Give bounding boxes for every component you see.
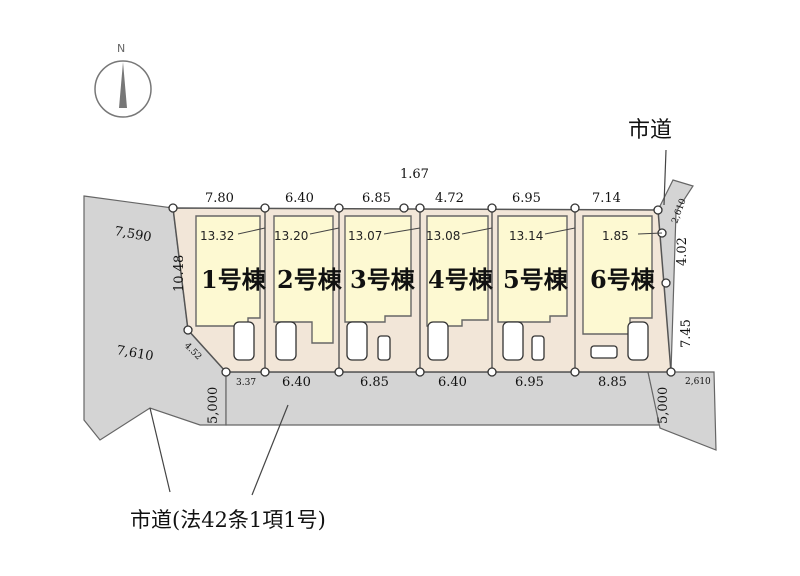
dim-road-east-bottom: 2,610 [685,377,711,387]
dim-road-west-top: 7,590 [113,224,152,245]
dim-road-west-bottom: 7,610 [115,343,154,364]
dim-top-6: 7.14 [592,191,621,206]
dim-road-south-left: 5,000 [206,387,221,424]
road-leaders [149,149,667,496]
building-6 [582,215,653,335]
dim-bottom-6: 8.85 [598,375,627,390]
car-2 [275,321,297,361]
svg-text:N: N [117,42,125,55]
building-2 [273,215,334,344]
area-label-4: 13.08 [426,229,460,243]
dim-bottom-4: 6.40 [438,375,467,390]
dim-road-south-right: 5,000 [656,387,671,424]
car-4 [427,321,449,361]
dim-top-extra: 1.67 [400,167,429,182]
building-4 [426,215,489,327]
east-road [647,179,717,451]
building-5 [497,215,568,323]
lot-name-1: 1号棟 [201,265,267,294]
dim-bottom-3: 6.85 [360,375,389,390]
lot-name-2: 2号棟 [277,265,343,294]
north-compass: N [94,42,152,118]
area-leaders [237,227,663,235]
lot-name-5: 5号棟 [503,265,569,294]
dim-top-3: 6.85 [362,191,391,206]
dim-top-4: 4.72 [435,191,464,206]
lot-name-3: 3号棟 [350,265,416,294]
car-3b [377,335,391,361]
area-label-5: 13.14 [509,229,543,243]
lot-name-6: 6号棟 [590,265,656,294]
dim-bottom-2: 6.40 [282,375,311,390]
area-label-3: 13.07 [348,229,382,243]
area-label-1: 13.32 [200,229,234,243]
road-label-east: 市道 [628,118,673,143]
dim-top-5: 6.95 [512,191,541,206]
road-label-south: 市道(法42条1項1号) [130,508,326,532]
dim-bottom-5: 6.95 [515,375,544,390]
dim-bottom-1: 3.37 [236,378,256,388]
lot-name-4: 4号棟 [428,265,494,294]
car-5a [502,321,524,361]
area-label-2: 13.20 [274,229,308,243]
dim-west-side: 10.48 [172,255,187,292]
car-6b [627,321,649,361]
building-3 [344,215,412,323]
building-1 [195,215,261,327]
car-5b [531,335,545,361]
dim-top-2: 6.40 [285,191,314,206]
lot-dividers [264,208,576,372]
dim-east-lower: 7.45 [679,319,694,348]
area-label-6: 1.85 [602,229,629,243]
dim-top-1: 7.80 [205,191,234,206]
boundary-markers [168,203,676,377]
car-6a [590,345,618,359]
car-3a [346,321,368,361]
dim-east-upper: 4.02 [675,237,690,266]
car-1 [233,321,255,361]
